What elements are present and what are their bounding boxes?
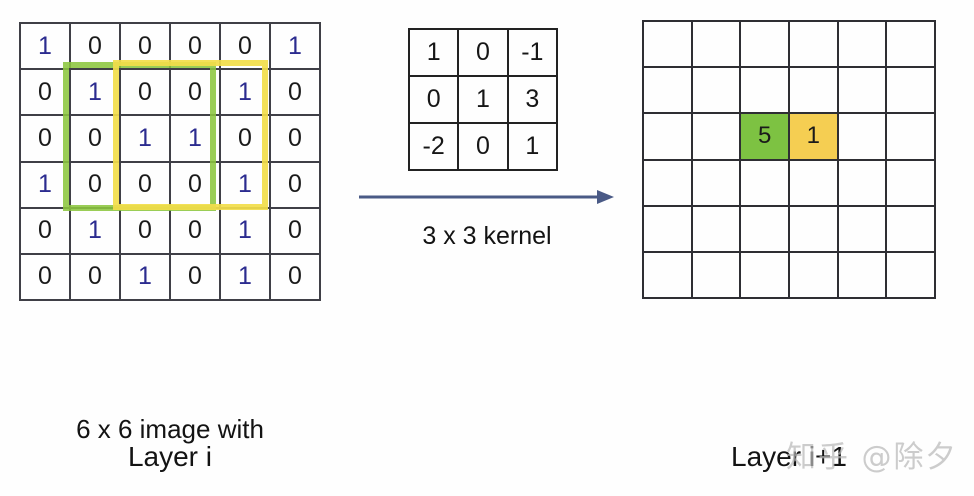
input-cell-r4-c1: 1 bbox=[21, 162, 71, 209]
output-cell-r4-c1 bbox=[644, 160, 693, 207]
output-cell-r6-c5 bbox=[838, 252, 888, 299]
output-cell-r2-c6 bbox=[887, 68, 936, 115]
input-cell-r3-c6: 0 bbox=[271, 116, 321, 163]
input-cell-r1-c1: 1 bbox=[21, 24, 71, 71]
kernel-cell-r3-c1: -2 bbox=[410, 124, 460, 171]
output-cell-r2-c5 bbox=[838, 68, 888, 115]
output-cell-r2-c3 bbox=[741, 68, 790, 115]
zhihu-watermark: 知乎 @除夕 bbox=[786, 440, 958, 475]
input-cell-r1-c4: 0 bbox=[171, 24, 221, 71]
output-cell-r4-c4 bbox=[790, 160, 839, 207]
input-caption-line-1: 6 x 6 image with bbox=[76, 414, 264, 444]
output-cell-r1-c6 bbox=[887, 22, 936, 69]
output-cell-r1-c3 bbox=[741, 22, 790, 69]
kernel-cell-r1-c3: -1 bbox=[508, 30, 558, 77]
input-cell-r1-c6: 1 bbox=[271, 24, 321, 71]
input-cell-r1-c3: 0 bbox=[121, 24, 171, 71]
input-cell-r3-c5: 0 bbox=[221, 116, 271, 163]
output-cell-r1-c4 bbox=[790, 22, 839, 69]
output-cell-r4-c6 bbox=[887, 160, 936, 207]
output-cell-r4-c3 bbox=[741, 160, 790, 207]
input-cell-r4-c2: 0 bbox=[71, 162, 121, 209]
input-cell-r4-c6: 0 bbox=[271, 162, 321, 209]
output-cell-r6-c1 bbox=[644, 252, 693, 299]
input-cell-r5-c1: 0 bbox=[21, 208, 71, 255]
input-cell-r5-c2: 1 bbox=[71, 208, 121, 255]
output-cell-r5-c6 bbox=[887, 206, 936, 253]
input-cell-r6-c6: 0 bbox=[271, 254, 321, 301]
output-cell-r3-c2 bbox=[692, 114, 742, 161]
input-cell-r2-c1: 0 bbox=[21, 70, 71, 117]
output-cell-r5-c2 bbox=[692, 206, 742, 253]
kernel-cell-r3-c2: 0 bbox=[459, 124, 509, 171]
input-cell-r3-c3: 1 bbox=[121, 116, 171, 163]
input-cell-r3-c4: 1 bbox=[171, 116, 221, 163]
output-cell-r6-c4 bbox=[790, 252, 839, 299]
input-cell-r4-c4: 0 bbox=[171, 162, 221, 209]
input-cell-r2-c6: 0 bbox=[271, 70, 321, 117]
kernel-cell-r1-c1: 1 bbox=[410, 30, 460, 77]
output-cell-r2-c2 bbox=[692, 68, 742, 115]
arrow-caption: 3 x 3 kernel bbox=[422, 222, 552, 250]
output-cell-r5-c1 bbox=[644, 206, 693, 253]
input-cell-r6-c5: 1 bbox=[221, 254, 271, 301]
output-cell-r5-c4 bbox=[790, 206, 839, 253]
output-cell-r5-c5 bbox=[838, 206, 888, 253]
input-cell-r5-c6: 0 bbox=[271, 208, 321, 255]
output-cell-r3-c6 bbox=[887, 114, 936, 161]
kernel-cell-r1-c2: 0 bbox=[459, 30, 509, 77]
input-cell-r5-c5: 1 bbox=[221, 208, 271, 255]
input-cell-r5-c3: 0 bbox=[121, 208, 171, 255]
input-caption: 6 x 6 image with 3 x 3 kernel bbox=[20, 334, 320, 496]
input-cell-r5-c4: 0 bbox=[171, 208, 221, 255]
output-cell-r3-c5 bbox=[838, 114, 888, 161]
output-cell-r3-c4: 1 bbox=[790, 114, 839, 161]
kernel-cell-r3-c3: 1 bbox=[508, 124, 558, 171]
input-cell-r3-c1: 0 bbox=[21, 116, 71, 163]
layer-i-plus-1-label: Layer i+1 bbox=[731, 441, 847, 472]
output-cell-r1-c1 bbox=[644, 22, 693, 69]
input-cell-r3-c2: 0 bbox=[71, 116, 121, 163]
input-cell-r6-c3: 1 bbox=[121, 254, 171, 301]
output-cell-r6-c3 bbox=[741, 252, 790, 299]
output-cell-r1-c5 bbox=[838, 22, 888, 69]
input-cell-r6-c2: 0 bbox=[71, 254, 121, 301]
input-cell-r4-c3: 0 bbox=[121, 162, 171, 209]
input-cell-r2-c4: 0 bbox=[171, 70, 221, 117]
input-cell-r2-c3: 0 bbox=[121, 70, 171, 117]
layer-i-label: Layer i bbox=[127, 441, 213, 472]
input-cell-r2-c5: 1 bbox=[221, 70, 271, 117]
output-cell-r2-c4 bbox=[790, 68, 839, 115]
output-cell-r3-c1 bbox=[644, 114, 693, 161]
output-cell-r1-c2 bbox=[692, 22, 742, 69]
input-cell-r6-c4: 0 bbox=[171, 254, 221, 301]
kernel-cell-r2-c3: 3 bbox=[508, 77, 558, 124]
output-cell-r4-c5 bbox=[838, 160, 888, 207]
input-cell-r4-c5: 1 bbox=[221, 162, 271, 209]
kernel-cell-r2-c2: 1 bbox=[459, 77, 509, 124]
output-cell-r3-c3: 5 bbox=[741, 114, 790, 161]
input-cell-r1-c2: 0 bbox=[71, 24, 121, 71]
input-cell-r1-c5: 0 bbox=[221, 24, 271, 71]
output-cell-r4-c2 bbox=[692, 160, 742, 207]
output-cell-r2-c1 bbox=[644, 68, 693, 115]
input-cell-r6-c1: 0 bbox=[21, 254, 71, 301]
output-cell-r6-c2 bbox=[692, 252, 742, 299]
input-cell-r2-c2: 1 bbox=[71, 70, 121, 117]
kernel-cell-r2-c1: 0 bbox=[410, 77, 460, 124]
output-cell-r6-c6 bbox=[887, 252, 936, 299]
transform-arrow bbox=[359, 186, 614, 208]
output-cell-r5-c3 bbox=[741, 206, 790, 253]
arrow-icon bbox=[359, 190, 614, 204]
